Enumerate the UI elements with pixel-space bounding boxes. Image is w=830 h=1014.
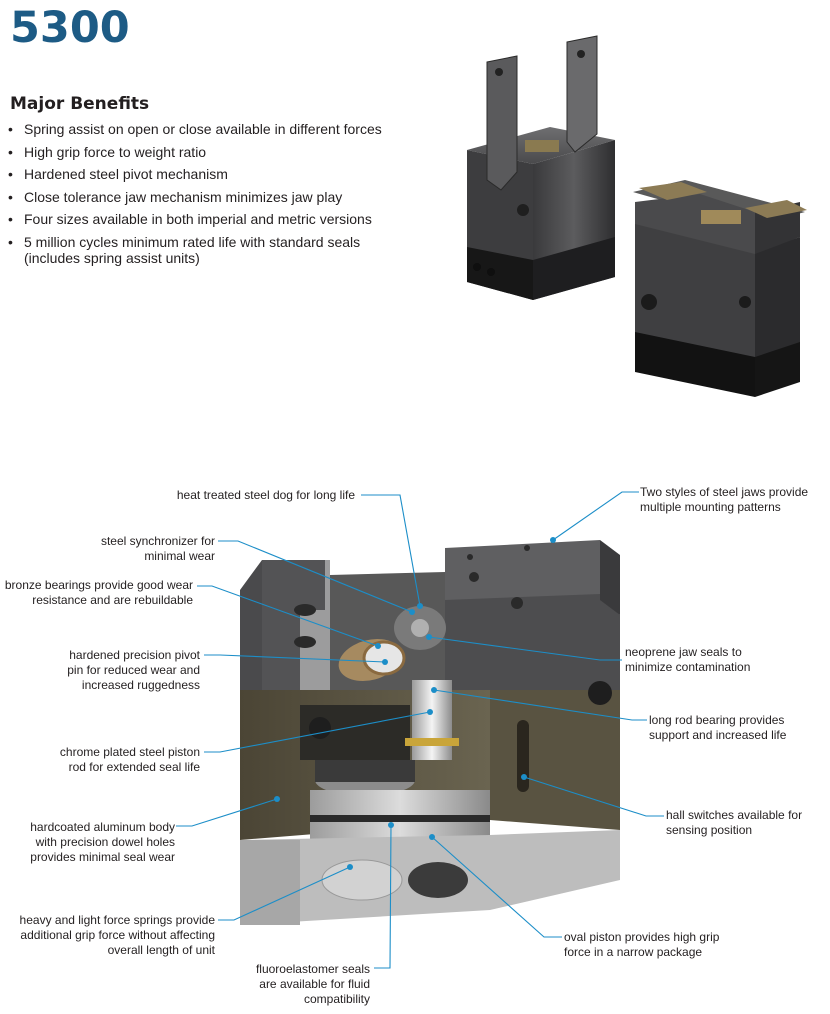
callout-steel-jaws: Two styles of steel jaws provide multipl… <box>640 485 808 515</box>
callout-line: sensing position <box>666 823 753 837</box>
product-photos <box>467 35 807 397</box>
callout-line: oval piston provides high grip <box>564 930 720 944</box>
benefit-item-text: (includes spring assist units) <box>24 249 200 266</box>
callout-line: support and increased life <box>649 728 787 742</box>
callout-line: neoprene jaw seals to <box>625 645 742 659</box>
callout-line: provides minimal seal wear <box>30 850 175 864</box>
callout-line: increased ruggedness <box>81 678 200 692</box>
model-number-heading: 5300 <box>10 3 130 53</box>
callout-bronze-bearings: bronze bearings provide good wear resist… <box>5 578 193 608</box>
benefit-item: Hardened steel pivot mechanism <box>8 166 428 182</box>
callout-line: Two styles of steel jaws provide <box>640 485 809 499</box>
benefits-title: Major Benefits <box>10 94 150 114</box>
callout-hall-switches: hall switches available for sensing posi… <box>666 808 802 838</box>
benefit-item: 5 million cycles minimum rated life with… <box>8 234 428 266</box>
callout-aluminum-body: hardcoated aluminum body with precision … <box>30 820 175 865</box>
callout-line: overall length of unit <box>107 943 215 957</box>
callout-line: long rod bearing provides <box>649 713 785 727</box>
benefit-item: Four sizes available in both imperial an… <box>8 211 428 227</box>
callout-fluoroelastomer-seals: fluoroelastomer seals are available for … <box>256 962 370 1007</box>
benefit-item-text: 5 million cycles minimum rated life with… <box>24 233 361 250</box>
callout-force-springs: heavy and light force springs provide ad… <box>20 913 215 958</box>
callout-line: hardcoated aluminum body <box>30 820 175 834</box>
callout-line: steel synchronizer for <box>100 534 215 548</box>
benefits-list: Spring assist on open or close available… <box>8 121 428 266</box>
callout-line: bronze bearings provide good wear <box>4 578 193 592</box>
callout-line: chrome plated steel piston <box>59 745 200 759</box>
callout-line: resistance and are rebuildable <box>32 593 193 607</box>
callout-line: pin for reduced wear and <box>67 663 200 677</box>
callout-line: hardened precision pivot <box>69 648 200 662</box>
callout-steel-dog: heat treated steel dog for long life <box>176 488 355 502</box>
gripper-photo-open-jaws <box>467 35 615 300</box>
benefit-item: Close tolerance jaw mechanism minimizes … <box>8 189 428 205</box>
callout-chrome-rod: chrome plated steel piston rod for exten… <box>60 745 200 775</box>
leader-lines <box>176 491 664 969</box>
callout-line: minimal wear <box>144 549 215 563</box>
callout-line: multiple mounting patterns <box>640 500 781 514</box>
callout-line: are available for fluid <box>259 977 370 991</box>
callout-neoprene-seals: neoprene jaw seals to minimize contamina… <box>625 645 750 675</box>
callout-line: fluoroelastomer seals <box>255 962 370 976</box>
callout-line: hall switches available for <box>666 808 803 822</box>
gripper-photo-closed-jaws <box>633 180 807 397</box>
callout-pivot-pin: hardened precision pivot pin for reduced… <box>67 648 200 693</box>
callout-line: with precision dowel holes <box>35 835 175 849</box>
benefit-item: Spring assist on open or close available… <box>8 121 428 137</box>
callout-line: minimize contamination <box>625 660 751 674</box>
callout-line: heavy and light force springs provide <box>19 913 215 927</box>
callout-line: additional grip force without affecting <box>20 928 215 942</box>
benefit-item: High grip force to weight ratio <box>8 144 428 160</box>
gripper-cutaway-body <box>240 540 620 925</box>
callout-line: compatibility <box>303 992 370 1006</box>
callout-rod-bearing: long rod bearing provides support and in… <box>649 713 786 743</box>
callout-line: force in a narrow package <box>564 945 703 959</box>
callout-oval-piston: oval piston provides high grip force in … <box>564 930 719 960</box>
callout-line: rod for extended seal life <box>68 760 200 774</box>
callout-steel-synchronizer: steel synchronizer for minimal wear <box>101 534 215 564</box>
